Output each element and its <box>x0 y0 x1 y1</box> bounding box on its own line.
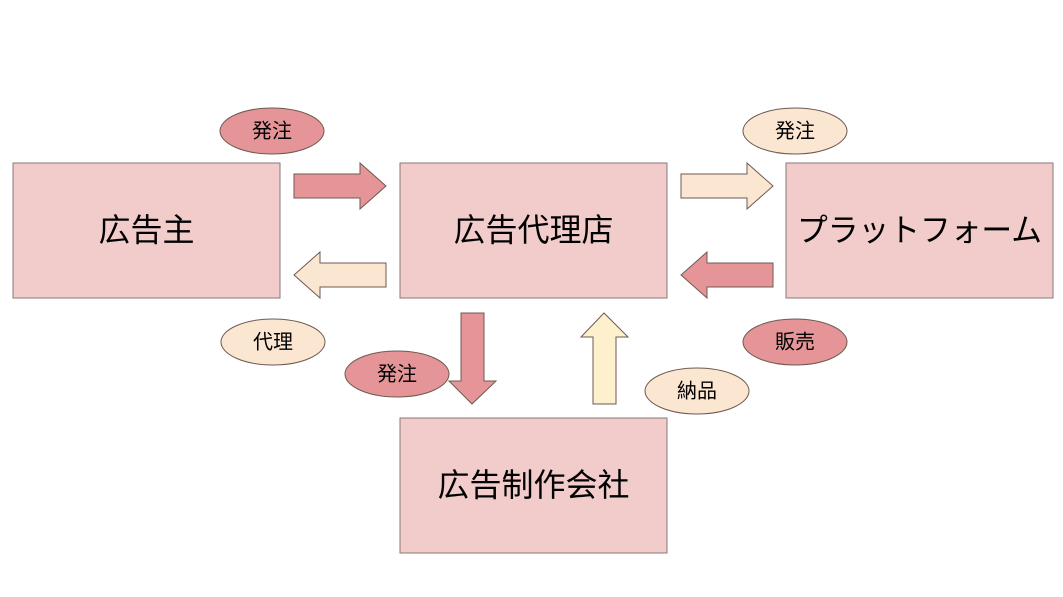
node-advertiser: 広告主 <box>12 162 281 299</box>
node-production: 広告制作会社 <box>399 417 668 554</box>
arrow-agency-to-production <box>447 312 498 405</box>
node-production-label: 広告制作会社 <box>437 466 629 504</box>
node-agency-label: 広告代理店 <box>453 211 613 249</box>
node-platform: プラットフォーム <box>785 162 1054 299</box>
badge-platform-sales: 販売 <box>742 318 848 366</box>
badge-production-delivery: 納品 <box>644 367 750 415</box>
node-advertiser-label: 広告主 <box>98 211 194 249</box>
node-agency: 広告代理店 <box>399 162 668 299</box>
badge-production-order-label: 発注 <box>377 362 417 386</box>
arrow-production-to-agency <box>579 312 630 405</box>
badge-platform-order-label: 発注 <box>775 119 815 143</box>
badge-production-delivery-label: 納品 <box>677 379 717 403</box>
badge-production-order: 発注 <box>344 350 450 398</box>
arrow-agency-to-advertiser <box>293 250 387 300</box>
badge-platform-sales-label: 販売 <box>775 330 815 354</box>
badge-advertiser-agency-label: 代理 <box>253 330 293 354</box>
badge-platform-order: 発注 <box>742 107 848 155</box>
badge-advertiser-agency: 代理 <box>220 318 326 366</box>
badge-advertiser-order: 発注 <box>219 107 325 155</box>
arrow-platform-to-agency <box>680 250 774 300</box>
arrow-agency-to-platform <box>680 161 774 211</box>
arrow-advertiser-to-agency <box>293 161 387 211</box>
node-platform-label: プラットフォーム <box>797 211 1042 249</box>
badge-advertiser-order-label: 発注 <box>252 119 292 143</box>
